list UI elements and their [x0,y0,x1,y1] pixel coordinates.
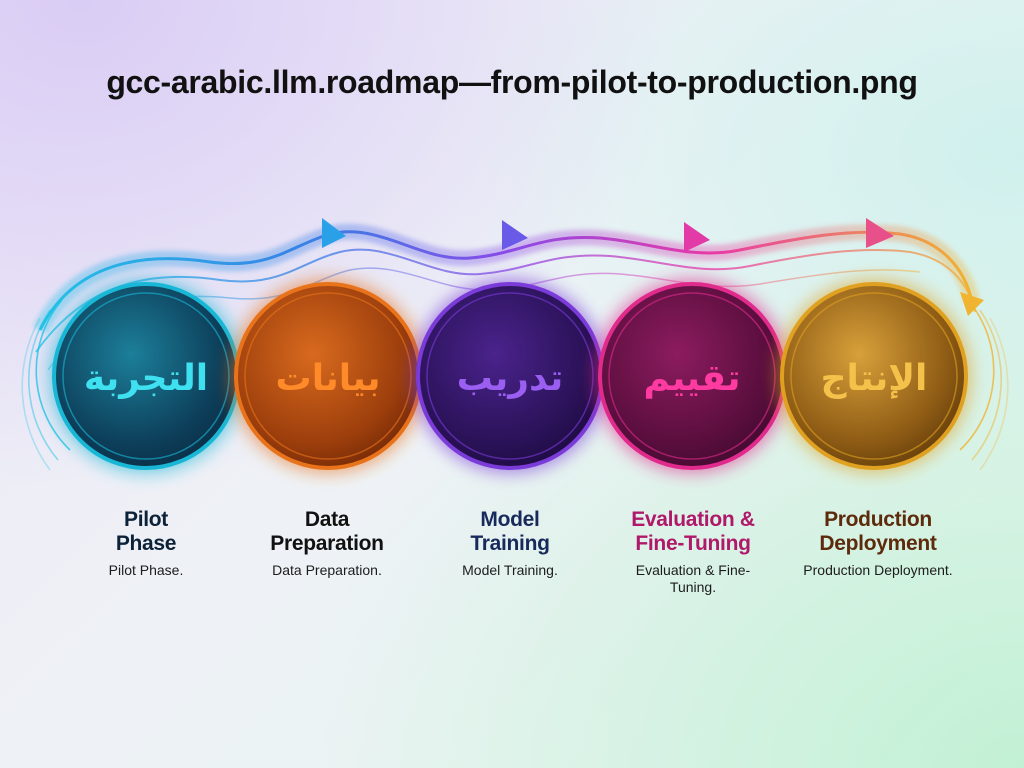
stage-node-0: التجربة [48,278,262,474]
flow-arrow-icon [502,220,528,250]
stage-description: Pilot Phase. [108,562,184,578]
arabic-calligraphy-emblem-icon: التجربة [84,358,208,399]
arabic-calligraphy-emblem-icon: بيانات [276,358,381,399]
stage-label-3: Evaluation &Fine-Tuning Evaluation & Fin… [593,508,793,596]
stage-node-3: تقييم [594,278,808,474]
arabic-calligraphy-emblem-icon: تدريب [457,358,564,399]
flow-arrow-icon [866,218,894,248]
stage-nodes: التجربة بيانات تدريب تقييم الإنتاج [48,278,972,474]
arabic-calligraphy-emblem-icon: تقييم [643,358,740,399]
stage-title: Evaluation &Fine-Tuning [631,508,755,555]
page-title: gcc-arabic.llm.roadmap—from-pilot-to-pro… [106,64,918,100]
stage-description: Model Training. [462,562,558,578]
stage-description: Production Deployment. [803,562,953,578]
flow-arrow-icon [684,222,710,252]
stage-node-4: الإنتاج [776,278,972,474]
stage-description: Data Preparation. [272,562,382,578]
decorative-arcs [21,299,1009,471]
stage-node-2: تدريب [412,278,626,474]
arabic-calligraphy-emblem-icon: الإنتاج [821,358,928,399]
stage-node-1: بيانات [230,278,444,474]
stage-description: Evaluation & Fine-Tuning. [635,562,751,595]
flow-arrow-icon [322,218,346,248]
